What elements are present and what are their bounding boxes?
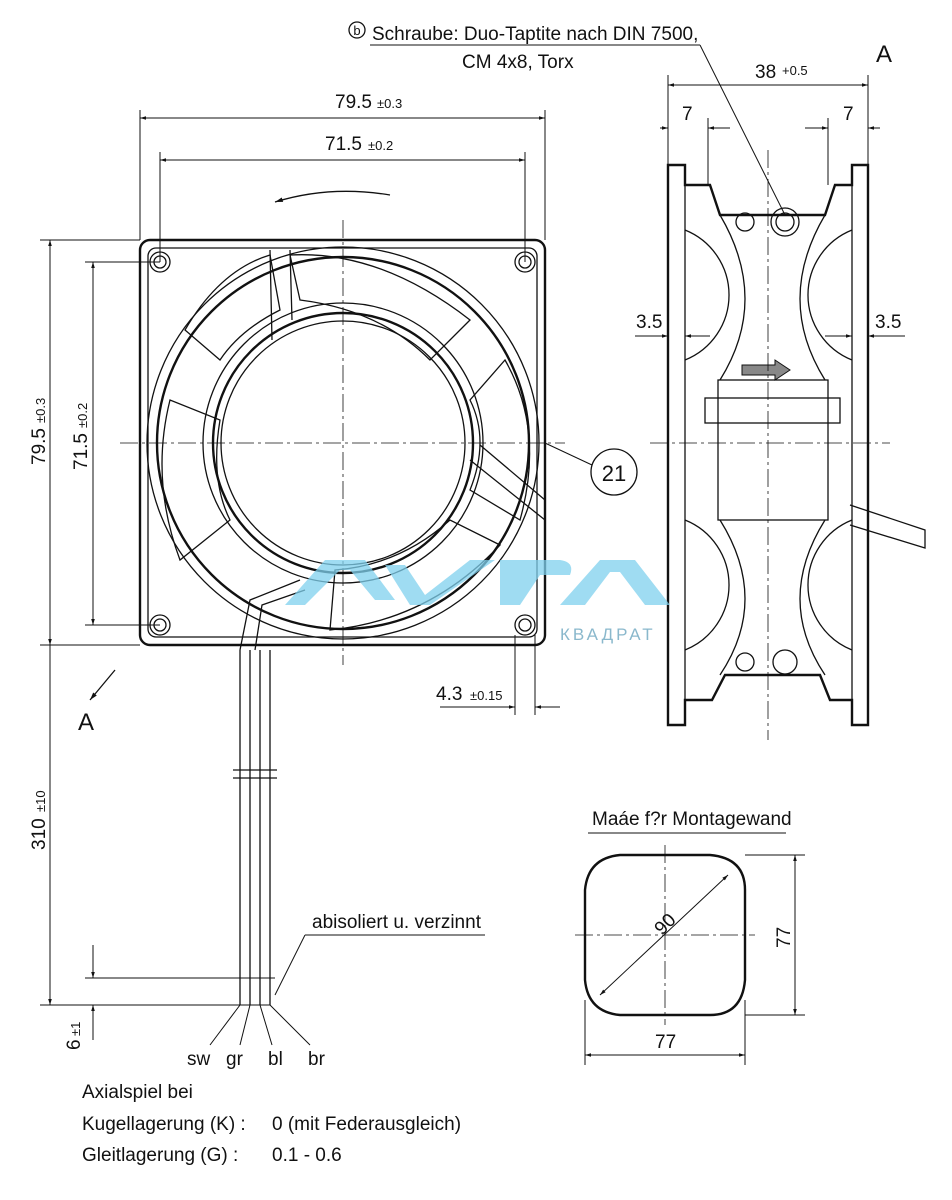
- inset-left: 3.5: [636, 312, 662, 333]
- width-outer-tol: ±0.3: [377, 96, 402, 111]
- wire-bl: bl: [268, 1049, 283, 1070]
- wire-br: br: [308, 1049, 326, 1070]
- wire-sw: sw: [187, 1049, 211, 1070]
- front-view: [120, 190, 565, 665]
- ball-bearing-label: Kugellagerung (K) :: [82, 1114, 246, 1135]
- mounting-width: 77: [655, 1032, 676, 1053]
- view-arrow-a: [89, 669, 116, 701]
- callout-21: 21: [602, 461, 626, 486]
- watermark-text: КВАДРАТ: [560, 625, 656, 644]
- screw-marker-circle: [348, 21, 366, 39]
- view-arrow-label: A: [78, 709, 94, 736]
- height-outer-tol: ±0.3: [33, 398, 48, 423]
- width-hole-tol: ±0.2: [368, 138, 393, 153]
- side-dimensions: 38 +0.5 7 7 3.5 3.5: [635, 62, 905, 345]
- mounting-title: Maáe f?r Montagewand: [592, 809, 792, 830]
- hole-dia-tol: ±0.15: [470, 688, 502, 703]
- screw-marker: b: [353, 23, 360, 38]
- strip-length-tol: ±1: [68, 1022, 83, 1036]
- depth-tol: +0.5: [782, 63, 808, 78]
- height-outer: 79.5: [29, 428, 50, 465]
- airflow-arrow: [741, 359, 791, 381]
- width-hole: 71.5: [325, 134, 362, 155]
- screw-note: b Schraube: Duo-Taptite nach DIN 7500, C…: [348, 21, 786, 216]
- fan-blades: [161, 249, 546, 631]
- screw-note-line2: CM 4x8, Torx: [462, 52, 574, 73]
- hole-dia: 4.3: [436, 684, 462, 705]
- side-view: [650, 150, 926, 740]
- rotation-arrow: [274, 190, 391, 203]
- mounting-cutout: Maáe f?r Montagewand 90 77 77: [575, 809, 805, 1065]
- depth: 38: [755, 62, 776, 83]
- axial-play-title: Axialspiel bei: [82, 1082, 193, 1103]
- view-label-a: A: [876, 41, 892, 68]
- cable: 310 ±10 6 ±1 abisoliert u. verzinnt sw g…: [29, 644, 485, 1070]
- sleeve-bearing-label: Gleitlagerung (G) :: [82, 1145, 238, 1166]
- flange-right: 7: [843, 104, 854, 125]
- ball-bearing-value: 0 (mit Federausgleich): [272, 1114, 461, 1135]
- strip-length: 6: [64, 1039, 85, 1050]
- strip-note: abisoliert u. verzinnt: [312, 912, 482, 933]
- mounting-height: 77: [774, 927, 795, 948]
- height-hole: 71.5: [71, 433, 92, 470]
- sleeve-bearing-value: 0.1 - 0.6: [272, 1145, 342, 1166]
- height-hole-tol: ±0.2: [75, 403, 90, 428]
- screw-note-line1: Schraube: Duo-Taptite nach DIN 7500,: [372, 24, 698, 45]
- cable-length-tol: ±10: [33, 790, 48, 812]
- inset-right: 3.5: [875, 312, 901, 333]
- axial-play-notes: Axialspiel bei Kugellagerung (K) : 0 (mi…: [82, 1082, 461, 1166]
- front-dimensions: 79.5 ±0.3 71.5 ±0.2 79.5 ±0.3 71.5 ±0.2 …: [29, 92, 638, 736]
- wire-gr: gr: [226, 1049, 244, 1070]
- callout-circle: [590, 448, 638, 496]
- mounting-holes: [149, 251, 536, 636]
- flange-left: 7: [682, 104, 693, 125]
- cable-length: 310: [29, 818, 50, 850]
- width-outer: 79.5: [335, 92, 372, 113]
- watermark-logo: КВАДРАТ: [285, 560, 670, 644]
